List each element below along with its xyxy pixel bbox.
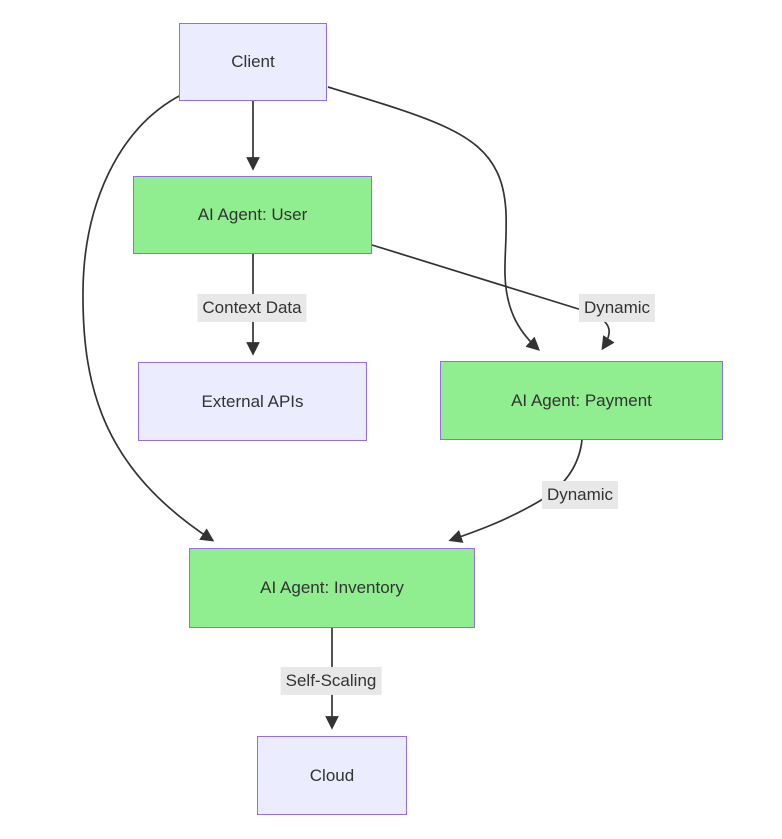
edge-label-dynamic-user-payment: Dynamic — [578, 293, 656, 323]
edge-label-context-data: Context Data — [197, 293, 307, 323]
edge-label-self-scaling: Self-Scaling — [280, 666, 382, 696]
edge-client-to-agent-inventory — [82, 94, 215, 542]
node-ai-agent-user-label: AI Agent: User — [197, 205, 308, 224]
node-ai-agent-inventory-label: AI Agent: Inventory — [260, 578, 404, 597]
edge-client-to-agent-payment — [327, 86, 541, 351]
node-ai-agent-payment-label: AI Agent: Payment — [511, 390, 652, 410]
edge-agent-user-to-agent-payment — [371, 244, 615, 351]
edge-agent-payment-to-agent-inventory — [448, 439, 583, 543]
node-client-label: Client — [231, 52, 275, 71]
node-cloud-label: Cloud — [309, 765, 355, 785]
edge-label-dynamic-payment-inventory: Dynamic — [541, 480, 619, 510]
node-external-apis-label: External APIs — [201, 391, 304, 411]
node-external-apis: External APIs — [138, 362, 367, 441]
node-ai-agent-payment: AI Agent: Payment — [440, 361, 723, 440]
node-ai-agent-inventory: AI Agent: Inventory — [189, 548, 475, 628]
node-cloud: Cloud — [257, 736, 407, 815]
node-ai-agent-user: AI Agent: User — [133, 176, 372, 254]
node-client: Client — [179, 23, 327, 101]
